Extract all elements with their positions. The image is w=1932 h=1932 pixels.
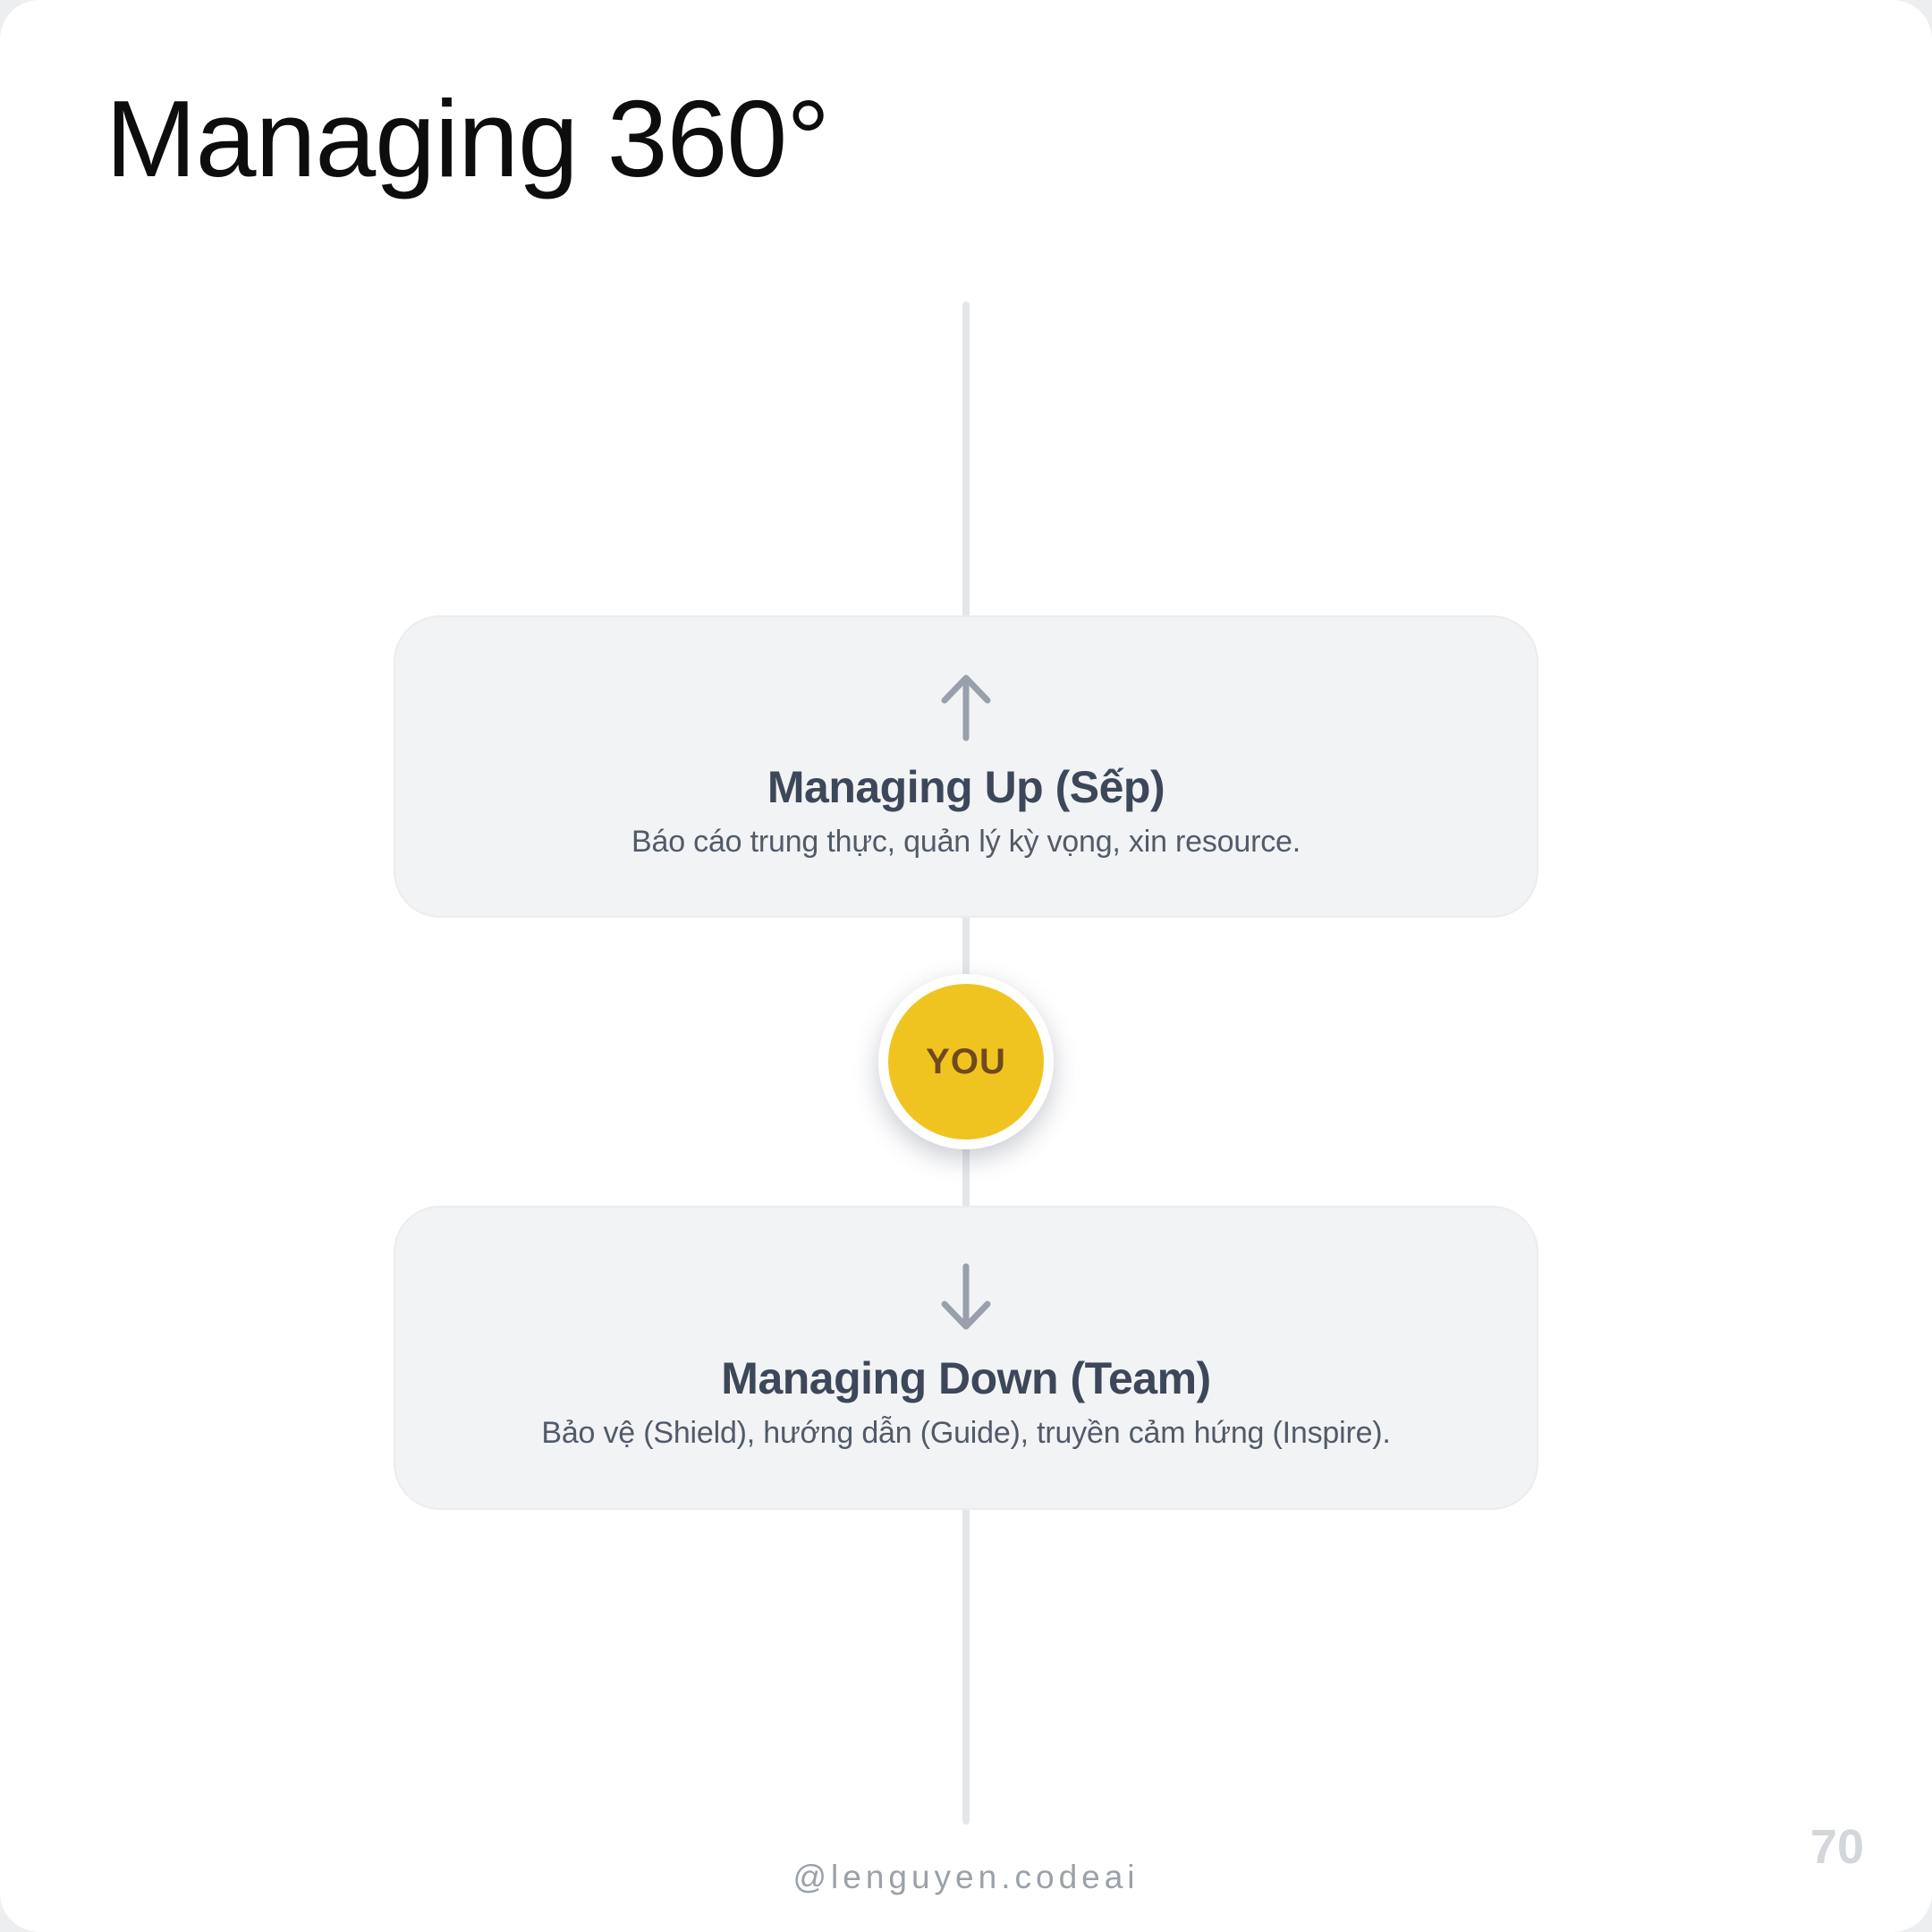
arrow-down-icon xyxy=(934,1263,998,1333)
managing-up-title: Managing Up (Sếp) xyxy=(767,762,1165,813)
arrow-up-icon xyxy=(934,672,998,741)
managing-down-title: Managing Down (Team) xyxy=(721,1353,1211,1404)
managing-up-description: Báo cáo trung thực, quản lý kỳ vọng, xin… xyxy=(631,825,1301,860)
managing-down-card: Managing Down (Team) Bảo vệ (Shield), hư… xyxy=(394,1206,1538,1510)
managing-down-description: Bảo vệ (Shield), hướng dẫn (Guide), truy… xyxy=(541,1416,1391,1451)
you-label: YOU xyxy=(926,1041,1006,1081)
managing-up-card: Managing Up (Sếp) Báo cáo trung thực, qu… xyxy=(394,615,1538,918)
footer-handle: @lenguyen.codeai xyxy=(792,1859,1140,1895)
page-number: 70 xyxy=(1809,1820,1864,1874)
you-center-node: YOU xyxy=(878,974,1054,1149)
page-title: Managing 360° xyxy=(106,78,830,199)
